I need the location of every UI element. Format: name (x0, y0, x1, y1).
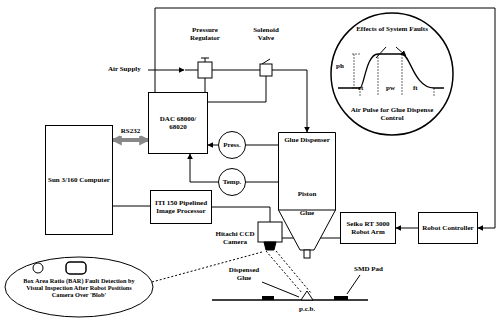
node-label: Box Area Ratio (BAR) Fault Detection by … (20, 277, 138, 299)
node-label: Press. (221, 141, 243, 149)
camera-lens (264, 242, 276, 250)
connector (190, 154, 218, 182)
node-label: DAC 68000/ 68020 (149, 115, 207, 131)
node-label: Robot Controller (420, 224, 475, 232)
callout-circle (331, 13, 453, 135)
connector (208, 145, 218, 146)
computer-box: Sun 3/160 Computer (45, 125, 113, 235)
air-supply-line (148, 70, 184, 71)
ccd-camera: Hitachi CCD Camera (214, 220, 286, 256)
connector (208, 80, 266, 102)
diagram-label: SMD Pad (354, 265, 383, 273)
node-label: Seiko RT 3000 Robot Arm (341, 220, 395, 236)
camera-view-line (276, 251, 311, 293)
nozzle (304, 250, 310, 258)
temperature-sensor: Temp. (218, 168, 246, 196)
pressure-regulator: Pressure Regulator (185, 26, 225, 80)
diagram-label: ft (413, 84, 418, 92)
node-label: Glue (298, 209, 316, 217)
camera-body (258, 222, 282, 242)
sensor-circle (219, 132, 246, 159)
blob-box-sample (66, 262, 86, 274)
glue-level (279, 210, 336, 211)
diagram-label: rt (358, 84, 363, 92)
fault-effects-circle: Effects of System FaultsAir Pulse for Gl… (330, 12, 454, 136)
air-line (185, 58, 225, 80)
diagram-label: p.c.b. (299, 305, 315, 313)
connector (113, 206, 150, 207)
connector (287, 70, 307, 132)
diagram-label: ph (336, 62, 344, 70)
sensor-circle (219, 169, 246, 196)
edge-label: RS232 (120, 128, 141, 136)
inspection-ellipse: Box Area Ratio (BAR) Fault Detection by … (4, 256, 154, 318)
leader-line (262, 282, 299, 297)
node-label: Effects of System Faults (352, 25, 432, 33)
diagram-label: pw (386, 84, 395, 92)
glue-blob (301, 291, 313, 300)
dispenser-outline (279, 133, 336, 251)
fault-arrow (376, 47, 406, 58)
solenoid-valve: Solenoid Valve (245, 26, 287, 80)
node-label: Pressure Regulator (185, 26, 225, 42)
node-label: Temp. (221, 178, 244, 186)
dimension-lines (352, 54, 434, 96)
node-label: Solenoid Valve (245, 26, 287, 42)
connector (396, 228, 418, 229)
node-label: Glue Dispenser (280, 136, 334, 144)
node-label: ITI 150 Pipelined Image Processor (151, 199, 211, 215)
node-label: Hitachi CCD Camera (214, 230, 256, 246)
robot-controller-box: Robot Controller (418, 212, 478, 244)
diagram-label: Air Supply (108, 65, 141, 73)
connector (205, 80, 206, 92)
dac-box: DAC 68000/ 68020 (148, 92, 208, 154)
blob-sample (33, 263, 43, 273)
callout-ellipse (5, 257, 153, 317)
connector (246, 182, 278, 183)
smd-pad (334, 296, 348, 300)
diagram-label: Dispensed Glue (224, 266, 264, 282)
node-label: Sun 3/160 Computer (46, 176, 112, 184)
smd-pad (262, 296, 274, 300)
air-line (245, 59, 287, 80)
leader-line (347, 275, 360, 294)
camera-view-line (266, 251, 302, 293)
glue-dispenser: PistonGlue Glue Dispenser (278, 132, 336, 258)
connector (225, 70, 245, 71)
node-label: Piston (296, 190, 319, 198)
pressure-sensor: Press. (218, 131, 246, 159)
serial-link (113, 138, 148, 142)
regulator-symbol (198, 62, 212, 78)
node-label: Air Pulse for Glue Dispense Control (350, 106, 434, 122)
image-processor-box: ITI 150 Pipelined Image Processor (150, 190, 212, 224)
connector (212, 207, 270, 220)
connector (246, 145, 278, 146)
valve-symbol (260, 64, 272, 76)
robot-arm-box: Seiko RT 3000 Robot Arm (340, 212, 396, 244)
